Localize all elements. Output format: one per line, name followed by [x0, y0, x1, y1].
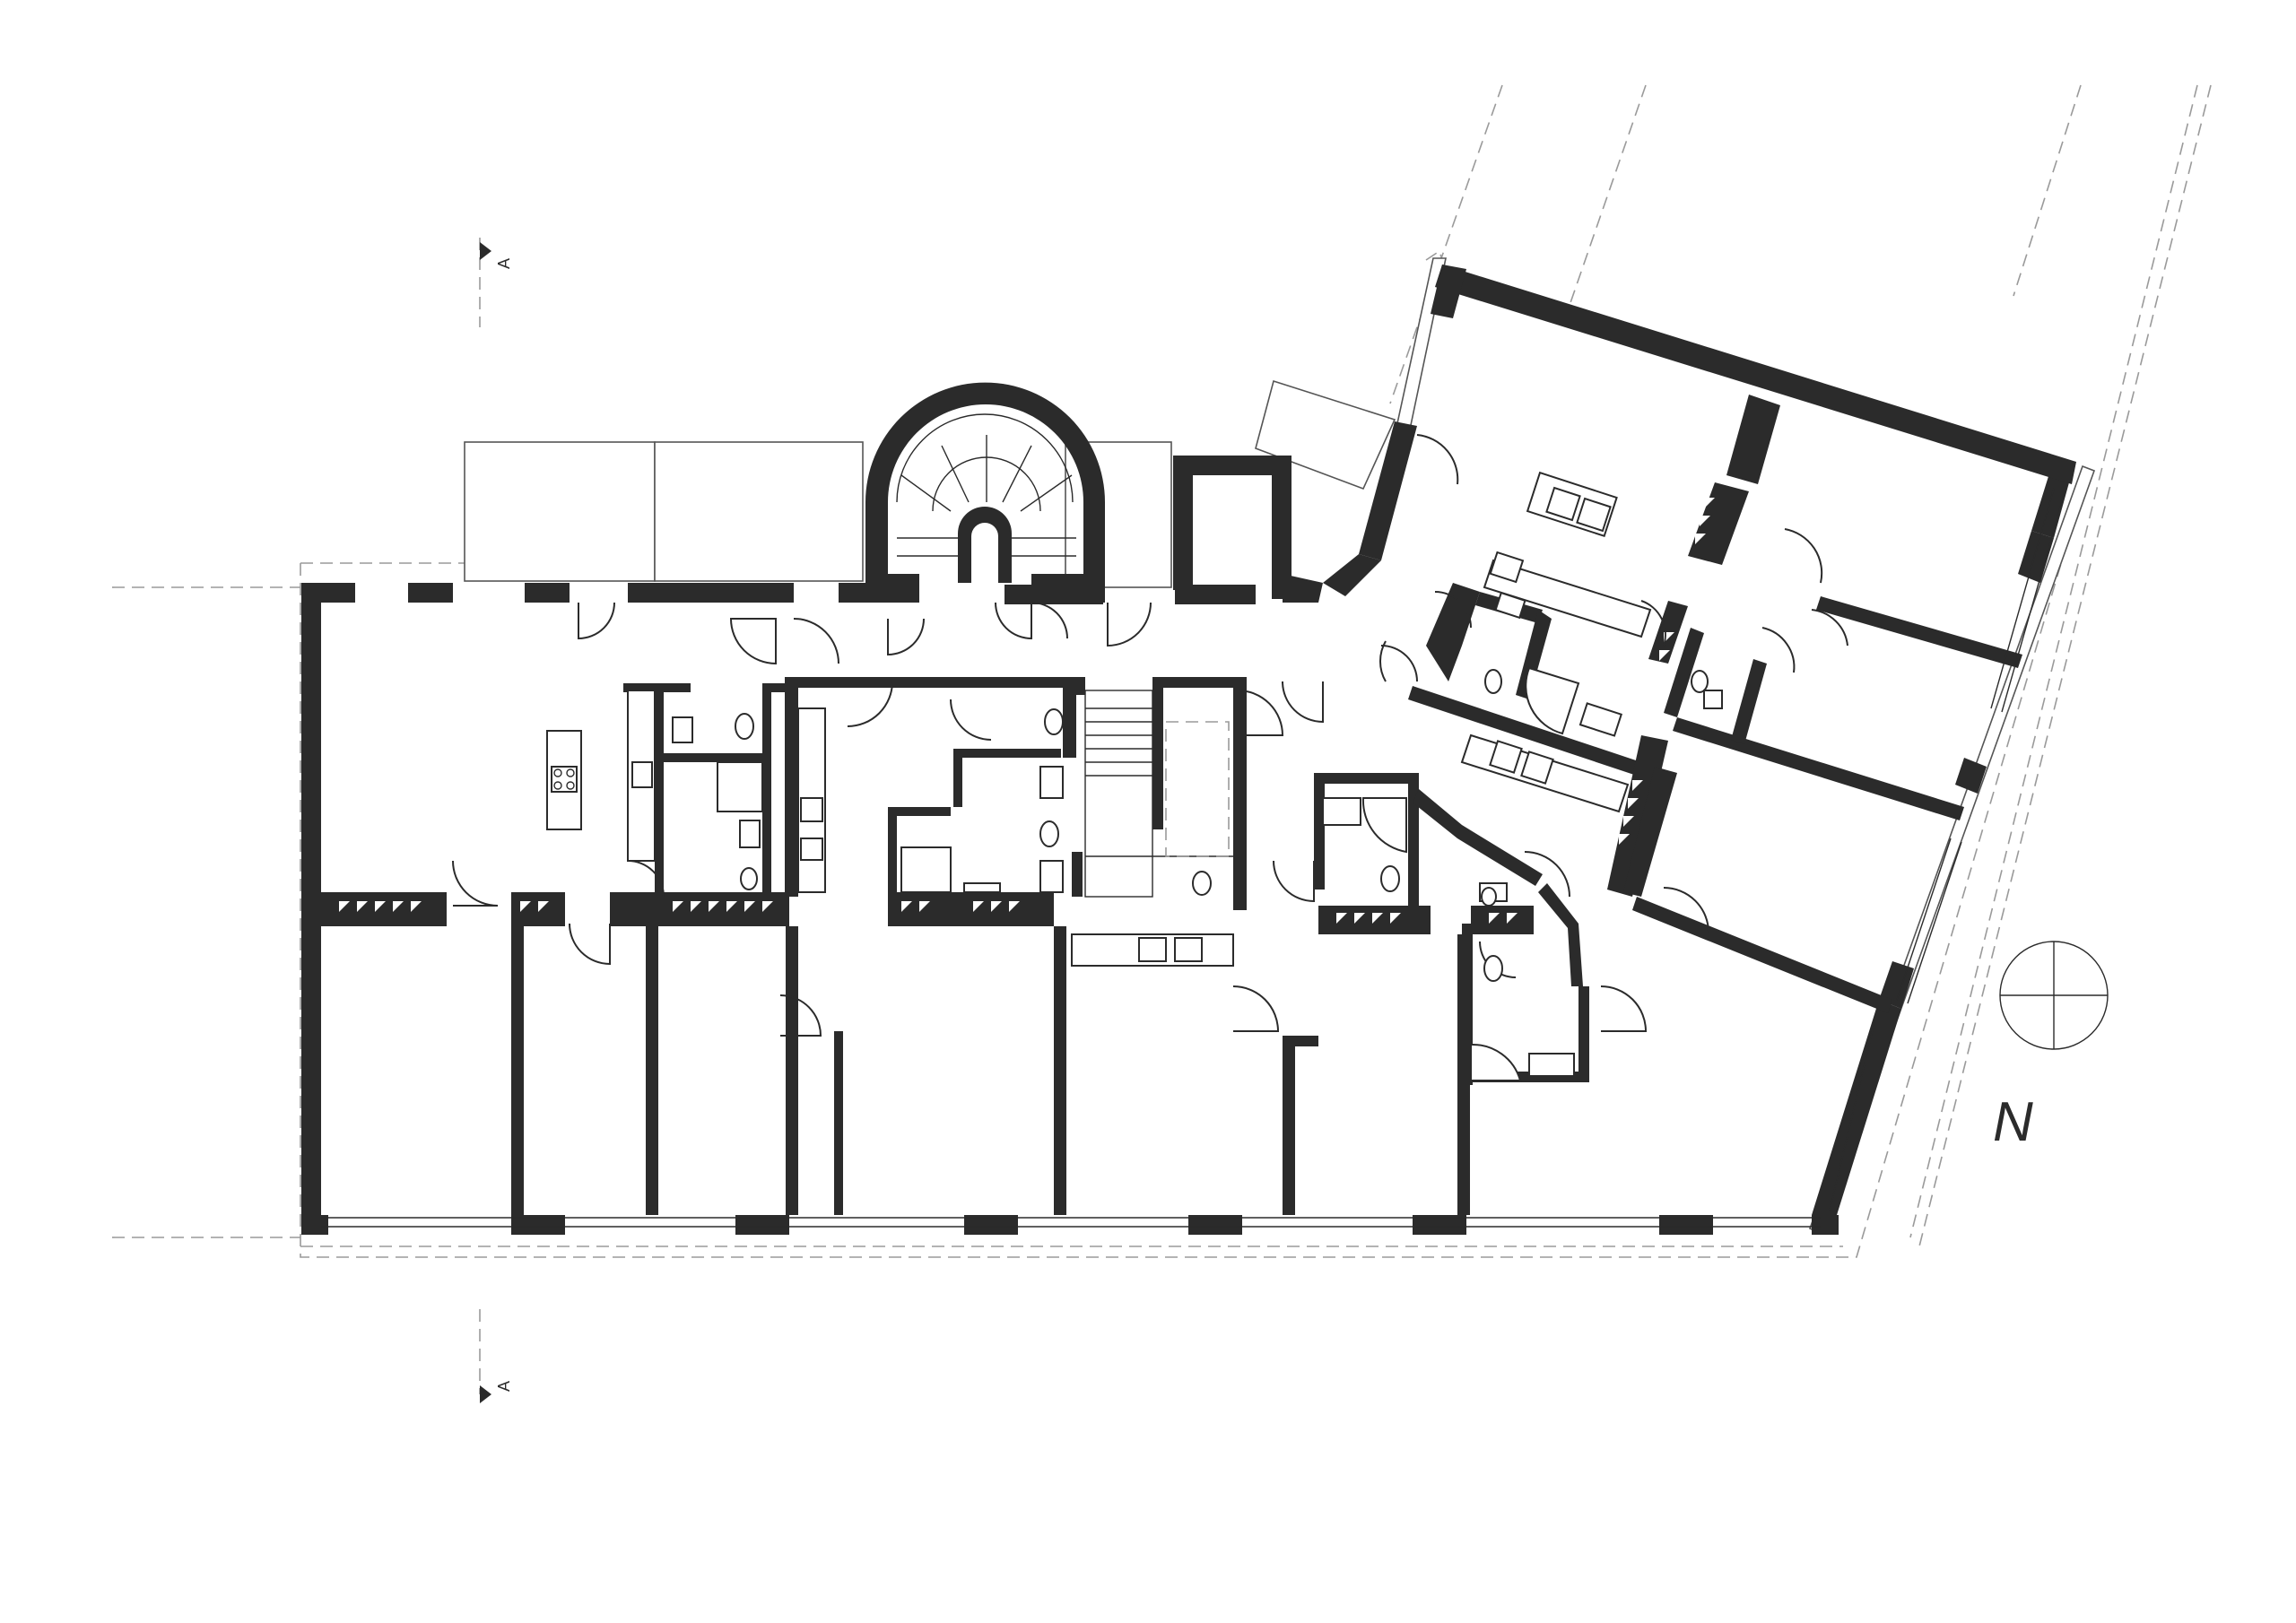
interior-walls	[321, 395, 2022, 1215]
section-marker-bottom: A	[479, 1309, 513, 1403]
facade-windows	[1829, 488, 2066, 1211]
section-marker-top: A	[479, 238, 513, 327]
exterior-walls	[301, 265, 2076, 1235]
door-swings	[452, 434, 1848, 1037]
north-arrow: N	[1993, 941, 2109, 1153]
north-label: N	[1993, 1091, 2033, 1153]
section-label-bottom: A	[495, 1381, 513, 1392]
column-marks	[339, 412, 1742, 924]
spiral-stair-tower	[865, 382, 1105, 603]
outline-dashed-lines	[112, 84, 2212, 1258]
section-label-top: A	[495, 258, 513, 269]
fixtures	[546, 471, 1723, 1081]
